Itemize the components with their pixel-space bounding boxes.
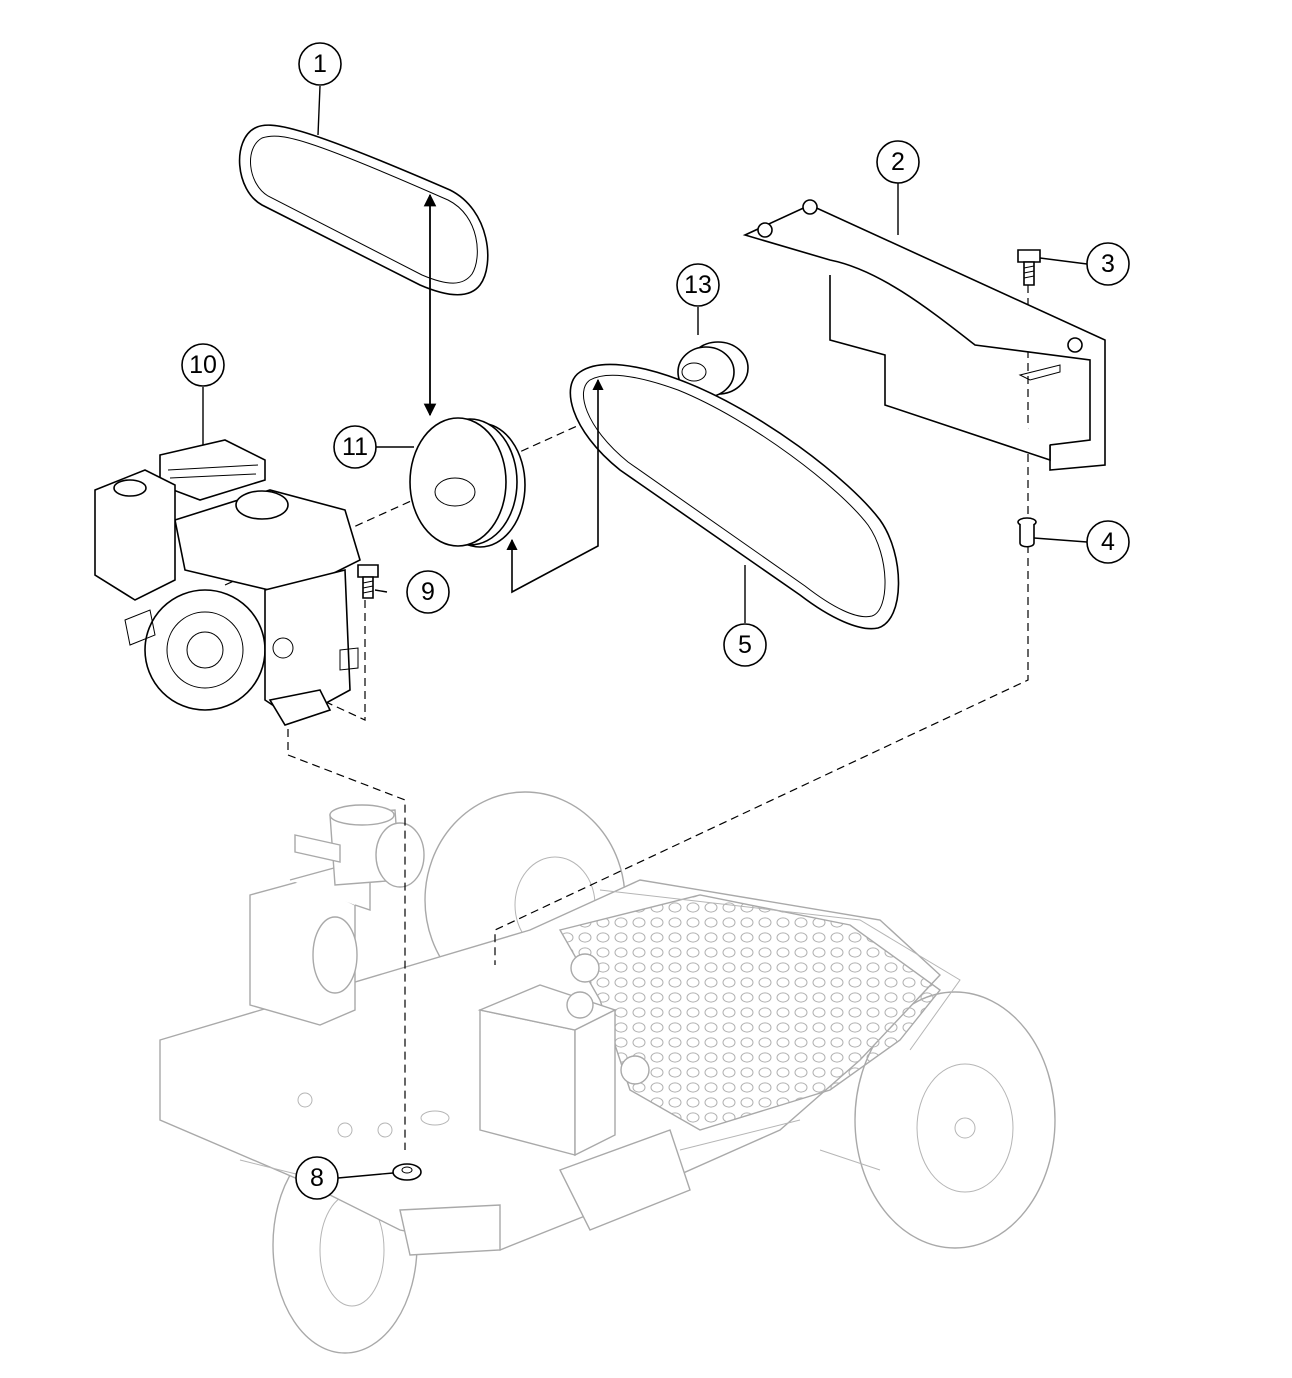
chassis-base xyxy=(159,791,1056,1354)
callout-3: 3 xyxy=(1086,242,1130,286)
callout-2: 2 xyxy=(876,140,920,184)
callout-10: 10 xyxy=(181,343,225,387)
logo-plate xyxy=(559,1129,691,1231)
belt-1 xyxy=(238,124,489,296)
callout-4-label: 4 xyxy=(1101,528,1115,556)
pipe-fitting xyxy=(294,804,425,888)
belt-5 xyxy=(569,363,900,630)
callout-5: 5 xyxy=(723,623,767,667)
engine-10 xyxy=(94,439,361,726)
callout-2-label: 2 xyxy=(891,148,905,176)
coupler xyxy=(566,991,594,1019)
callout-13: 13 xyxy=(676,263,720,307)
pulley-11 xyxy=(409,417,526,548)
callout-1-label: 1 xyxy=(313,50,327,78)
bolt-9 xyxy=(357,564,379,599)
nut-8 xyxy=(392,1163,422,1181)
callout-11-label: 11 xyxy=(342,433,368,461)
coupler xyxy=(570,953,600,983)
coupler xyxy=(620,1055,650,1085)
bolt-3 xyxy=(1017,249,1041,286)
callout-4: 4 xyxy=(1086,520,1130,564)
callout-1: 1 xyxy=(298,42,342,86)
belt-guard-2 xyxy=(742,199,1106,471)
callout-9: 9 xyxy=(406,570,450,614)
control-box xyxy=(477,984,617,1157)
motor-bracket xyxy=(249,864,371,1026)
callout-leaders xyxy=(202,85,1088,1179)
callout-9-label: 9 xyxy=(421,578,435,606)
front-panel xyxy=(399,1204,501,1256)
callout-8-label: 8 xyxy=(310,1164,324,1192)
callout-3-label: 3 xyxy=(1101,250,1115,278)
callout-11: 11 xyxy=(333,425,377,469)
callout-8: 8 xyxy=(295,1156,339,1200)
callout-13-label: 13 xyxy=(684,271,712,299)
spacer-4 xyxy=(1017,517,1037,548)
callout-5-label: 5 xyxy=(738,631,752,659)
callout-10-label: 10 xyxy=(189,351,217,379)
right-wheel xyxy=(854,991,1056,1249)
belt-routing-arrow xyxy=(506,378,604,594)
